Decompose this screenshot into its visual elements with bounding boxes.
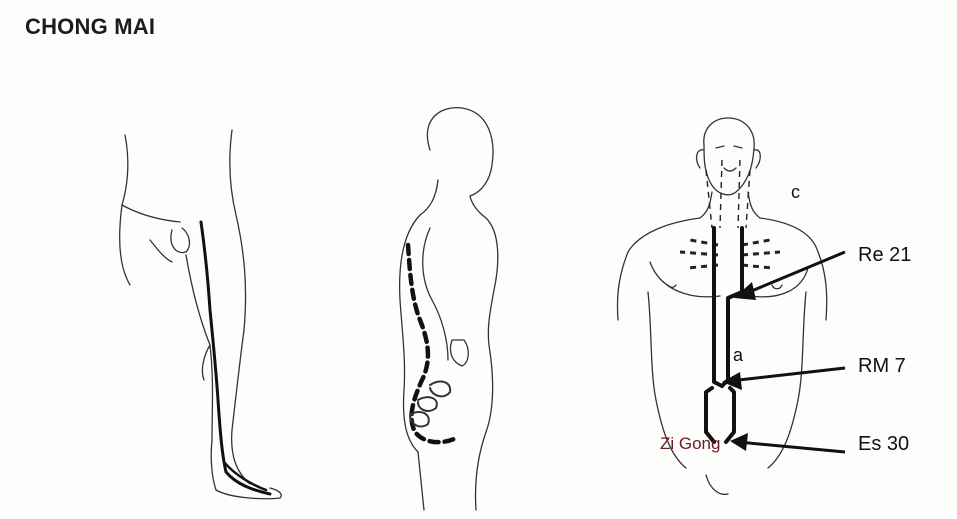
- leg-figure: [120, 130, 282, 499]
- side-spiral-marks: [410, 381, 450, 426]
- side-figure: [400, 108, 498, 510]
- label-a: a: [733, 345, 743, 366]
- label-zigong: Zi Gong: [660, 434, 720, 454]
- chest-branches: [680, 240, 780, 268]
- arrow-re21: [734, 252, 845, 300]
- label-c: c: [791, 182, 800, 203]
- arrow-es30: [730, 433, 845, 452]
- label-rm7: RM 7: [858, 355, 906, 378]
- front-figure: [617, 118, 826, 494]
- arrow-rm7: [722, 368, 845, 390]
- label-es30: Es 30: [858, 433, 909, 456]
- label-re21: Re 21: [858, 244, 911, 267]
